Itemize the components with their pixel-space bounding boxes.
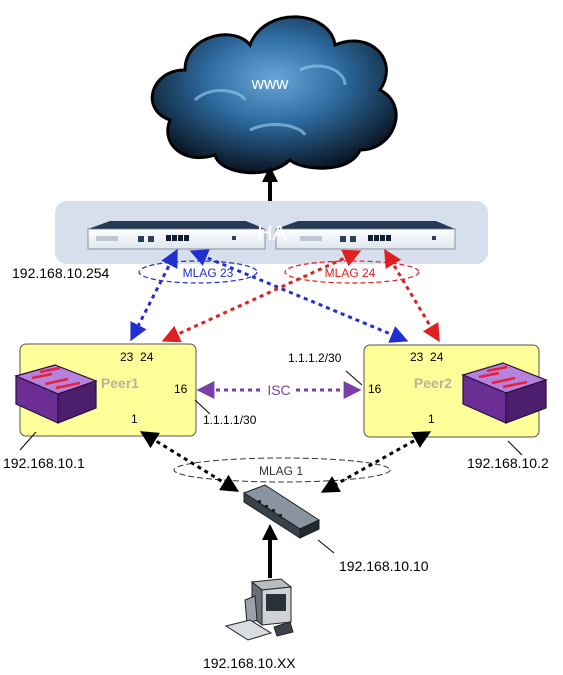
- isc-label-bg: [264, 380, 294, 398]
- peer1-ip: 192.168.10.1: [3, 455, 85, 471]
- mlag1-label: MLAG 1: [259, 464, 303, 478]
- peer2-isc-ip-leader: [345, 370, 363, 386]
- peer1-isc-ip-leader: [194, 399, 211, 415]
- client-pc-icon: [224, 578, 294, 641]
- access-switch-ip: 192.168.10.10: [339, 558, 429, 574]
- peer1-ip-leader: [19, 431, 37, 451]
- peer2-switch-icon: [461, 362, 548, 424]
- mlag24-links: [161, 248, 440, 343]
- mlag23-label: MLAG 23: [183, 266, 234, 280]
- peer2-ip-leader: [507, 440, 523, 456]
- firewall-1-icon: [87, 221, 266, 250]
- peer2-ports-23-24: 23 24: [410, 350, 444, 364]
- isc-label: ISC: [267, 382, 290, 398]
- client-ip: 192.168.10.XX: [203, 655, 296, 671]
- peer2-ip: 192.168.10.2: [467, 455, 549, 471]
- peer1-port-1: 1: [131, 412, 138, 426]
- firewall-ip-label: 192.168.10.254: [12, 265, 110, 281]
- mlag1-links: [139, 431, 432, 493]
- peer1-port-16: 16: [174, 382, 188, 396]
- peer1-isc-ip: 1.1.1.1/30: [203, 413, 257, 427]
- ha-label: HA: [257, 222, 286, 245]
- peer2-isc-ip: 1.1.1.2/30: [288, 351, 342, 365]
- peer1-switch-icon: [14, 364, 98, 424]
- peer1-name: Peer1: [101, 375, 139, 391]
- cloud-label: www: [251, 74, 290, 93]
- peer2-port-1: 1: [428, 412, 435, 426]
- client-to-switch-link: [262, 524, 278, 578]
- internet-cloud-icon: www: [150, 15, 398, 175]
- peer2-port-16: 16: [368, 382, 382, 396]
- access-switch-ip-leader: [317, 539, 335, 554]
- firewall-2-icon: [275, 221, 456, 250]
- mlag24-label: MLAG 24: [325, 266, 376, 280]
- peer1-ports-23-24: 23 24: [120, 350, 154, 364]
- peer2-name: Peer2: [414, 375, 452, 391]
- access-switch-icon: [242, 484, 321, 539]
